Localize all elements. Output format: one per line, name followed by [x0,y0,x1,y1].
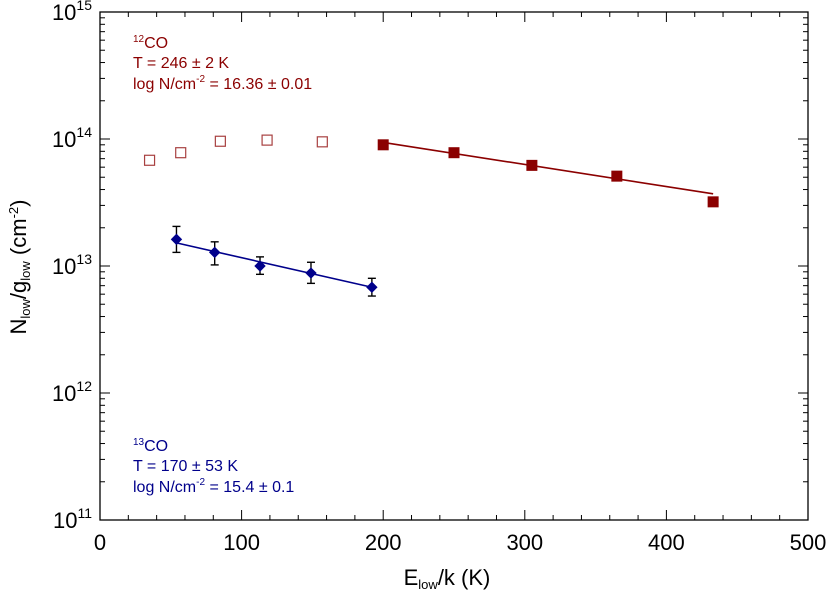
y-axis-title-subscript-2: low [18,261,33,281]
data-points [143,134,719,297]
annotation-co13-logn-label: log N/cm [133,479,196,496]
annotation-co12-column-density: log N/cm-2 = 16.36 ± 0.01 [133,74,312,93]
x-axis-title: Elow/k (K) [404,565,491,592]
annotation-co13-species: CO [144,438,168,455]
annotation-co12-logn-value: = 16.36 ± 0.01 [205,76,312,93]
y-axis-title-subscript-1: low [18,298,33,318]
y-tick-exponent: 11 [77,505,92,521]
y-tick-base: 10 [52,0,76,25]
y-tick-base: 10 [52,127,76,152]
annotation-co12-isotope: 12 [133,34,145,45]
point-co12 [377,139,389,151]
y-tick-exponent: 15 [76,0,92,13]
point-co13 [366,281,378,293]
annotation-co12-logn-exponent: -2 [196,74,205,85]
point-co12_open [175,147,187,159]
point-co12 [611,170,623,182]
x-tick-label: 500 [790,530,827,555]
y-axis-title-rest: (cm [6,218,31,261]
point-co12 [526,159,538,171]
point-co13 [305,267,317,279]
y-tick-label: 1014 [52,124,92,152]
point-co12_open [143,154,156,166]
x-tick-label: 200 [365,530,402,555]
annotation-co13-isotope: 13 [133,437,145,448]
annotation-co13-species-line: 13CO [133,437,168,455]
y-axis-title-end: ) [6,200,31,207]
x-tick-label: 0 [94,530,106,555]
point-co12_open [261,134,273,146]
y-tick-exponent: 14 [76,124,92,140]
fit-lines [176,141,714,289]
y-tick-label: 1015 [52,0,92,25]
annotation-co12-species-line: 12CO [133,34,168,52]
annotation-co13: 13CO T = 170 ± 53 K log N/cm-2 = 15.4 ± … [133,437,294,496]
point-co12 [448,147,460,159]
y-axis-title-main: N [6,319,31,335]
x-axis-title-subscript: low [418,577,438,592]
point-co13 [254,260,266,272]
y-tick-label: 1011 [53,505,92,533]
y-tick-label: 1012 [52,378,92,406]
point-co12_open [316,136,328,148]
y-axis-title-mid: /g [6,281,31,299]
point-co12 [707,196,719,208]
y-tick-exponent: 13 [76,251,92,267]
x-tick-label: 400 [648,530,685,555]
y-tick-base: 10 [53,508,77,533]
point-co13 [170,233,183,246]
fit-line-co13 [176,242,373,289]
annotation-co13-column-density: log N/cm-2 = 15.4 ± 0.1 [133,477,294,496]
x-tick-label: 300 [506,530,543,555]
annotation-co12: 12CO T = 246 ± 2 K log N/cm-2 = 16.36 ± … [133,34,312,93]
x-tick-label: 100 [223,530,260,555]
point-co13 [208,246,221,259]
y-tick-base: 10 [52,381,76,406]
y-tick-exponent: 12 [76,378,92,394]
annotation-co13-logn-exponent: -2 [196,477,205,488]
x-axis-title-rest: /k (K) [438,565,491,590]
y-tick-base: 10 [52,254,76,279]
y-axis-title: Nlow/glow (cm-2) [6,200,33,335]
y-tick-label: 1013 [52,251,92,279]
annotation-co13-logn-value: = 15.4 ± 0.1 [205,479,294,496]
annotation-co12-species: CO [144,35,168,52]
point-co12_open [214,135,226,147]
annotation-co12-temperature: T = 246 ± 2 K [133,55,229,72]
annotation-co12-logn-label: log N/cm [133,76,196,93]
x-axis-title-main: E [404,565,419,590]
y-axis-title-superscript: -2 [6,207,21,219]
fit-line-co12 [383,141,714,195]
annotation-co13-temperature: T = 170 ± 53 K [133,458,238,475]
